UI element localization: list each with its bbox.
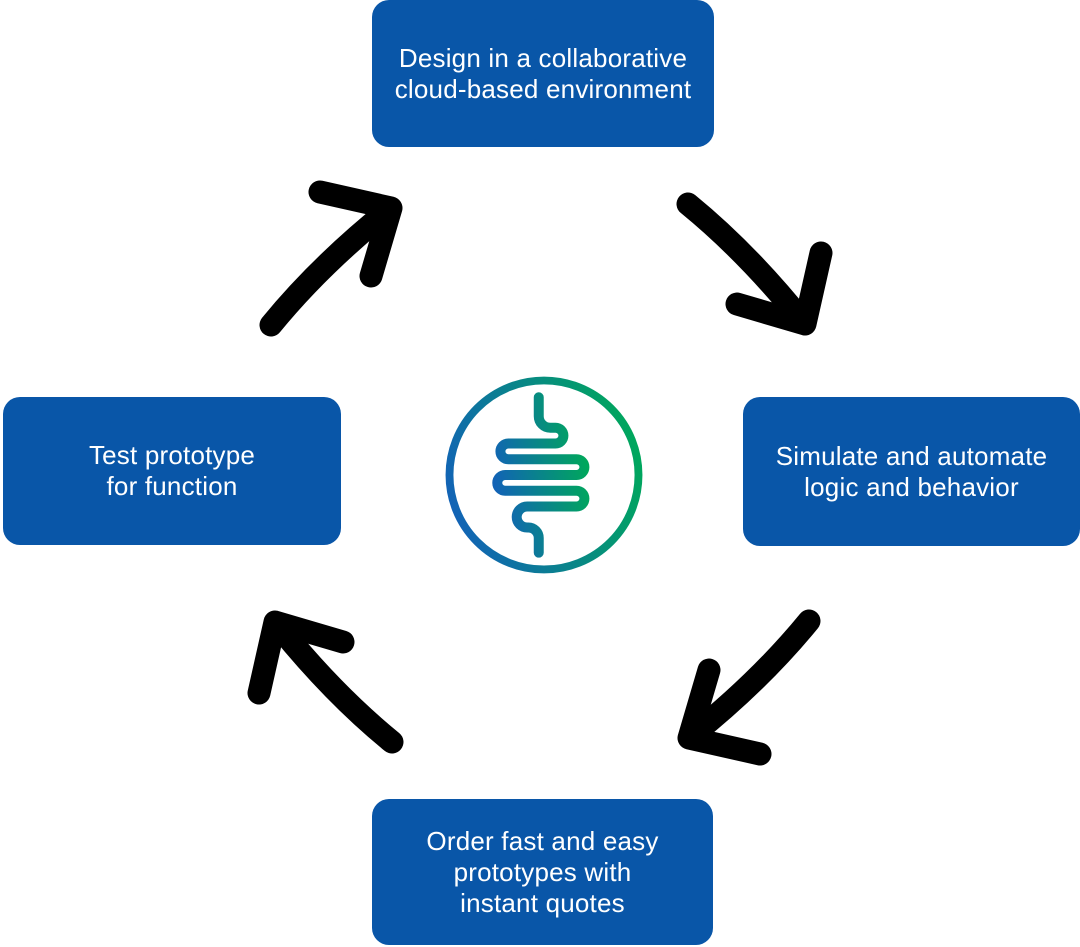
- node-label-line: Order fast and easy: [426, 825, 659, 856]
- node-label-line: logic and behavior: [804, 471, 1019, 502]
- node-label-line: prototypes with: [453, 856, 632, 887]
- node-label-line: cloud-based environment: [394, 73, 692, 104]
- arrow-left-to-top-icon: [271, 192, 391, 325]
- node-test-step: Test prototype for function: [3, 397, 341, 545]
- node-design-step: Design in a collaborative cloud-based en…: [372, 0, 714, 147]
- node-label-line: instant quotes: [460, 887, 625, 918]
- arrow-top-to-right-icon: [688, 204, 821, 324]
- circuit-trace-logo-icon: [445, 376, 643, 574]
- node-label-line: for function: [106, 471, 238, 501]
- logo-serpentine-trace: [492, 392, 590, 558]
- arrow-bottom-to-left-icon: [259, 622, 392, 742]
- node-simulate-step: Simulate and automate logic and behavior: [743, 397, 1080, 546]
- node-label-line: Simulate and automate: [775, 440, 1048, 471]
- node-label-line: Test prototype: [88, 440, 256, 470]
- node-label-line: Design in a collaborative: [398, 42, 688, 73]
- logo-ring: [445, 376, 643, 574]
- arrow-right-to-bottom-icon: [689, 621, 809, 754]
- node-order-step: Order fast and easy prototypes with inst…: [372, 799, 713, 945]
